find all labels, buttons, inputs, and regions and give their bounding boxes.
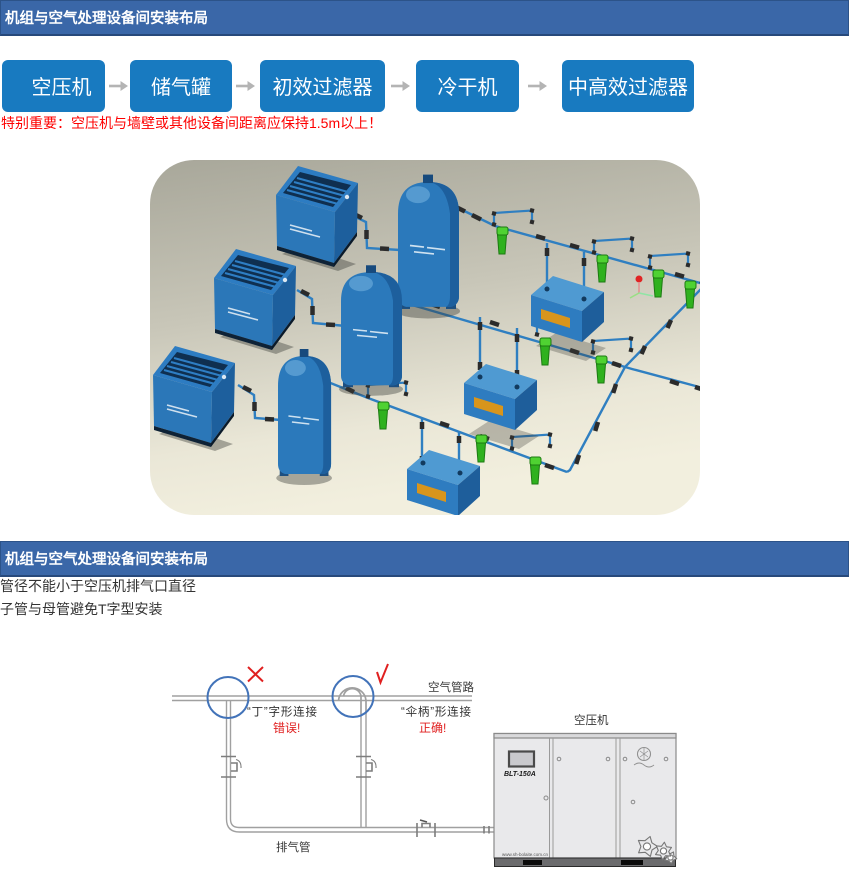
svg-text:空气管路: 空气管路: [428, 680, 474, 694]
svg-text:“伞柄”形连接: “伞柄”形连接: [401, 705, 472, 719]
svg-text:空压机: 空压机: [574, 713, 609, 727]
svg-text:“丁”字形连接: “丁”字形连接: [247, 705, 318, 719]
svg-text:错误!: 错误!: [273, 721, 300, 735]
svg-text:排气管: 排气管: [276, 840, 311, 854]
svg-text:BLT-150A: BLT-150A: [504, 771, 536, 778]
svg-text:正确!: 正确!: [419, 721, 446, 735]
svg-text:www.sh-bolaite.com.cn: www.sh-bolaite.com.cn: [502, 852, 549, 857]
